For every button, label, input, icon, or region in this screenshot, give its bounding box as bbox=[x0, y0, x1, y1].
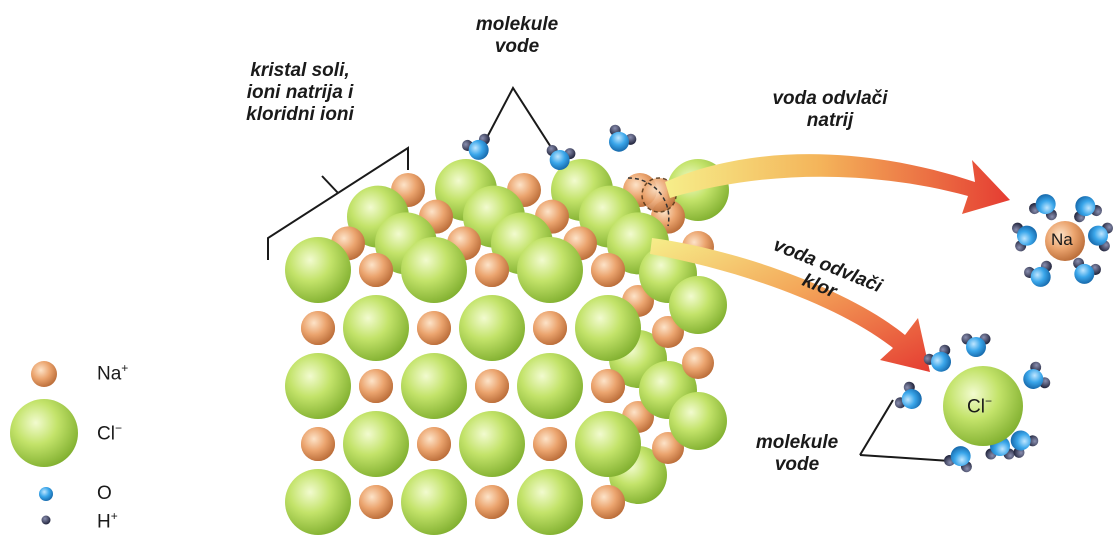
chloride-ion bbox=[459, 295, 525, 361]
water-top-leader bbox=[483, 88, 556, 155]
water-molecule bbox=[1022, 259, 1057, 291]
chloride-ion bbox=[401, 237, 467, 303]
oxygen-atom bbox=[605, 128, 632, 155]
legend bbox=[10, 361, 78, 525]
chloride-ion bbox=[459, 411, 525, 477]
chloride-ion bbox=[401, 469, 467, 535]
chloride-ion bbox=[285, 353, 351, 419]
water-molecule bbox=[922, 343, 959, 378]
crystal-bracket-stem bbox=[322, 176, 338, 193]
sodium-ion bbox=[417, 311, 451, 345]
oxygen-atom bbox=[966, 337, 986, 357]
water-molecule bbox=[1027, 190, 1062, 222]
sodium-ion bbox=[301, 427, 335, 461]
chloride-ion bbox=[575, 295, 641, 361]
chloride-ion bbox=[343, 411, 409, 477]
water-molecule bbox=[1011, 220, 1039, 253]
oxygen-atom bbox=[1020, 365, 1047, 392]
legend-o-swatch bbox=[39, 487, 53, 501]
sodium-ion bbox=[359, 253, 393, 287]
water-molecule bbox=[893, 380, 928, 417]
label-water-pulls-sodium: voda odvlačinatrij bbox=[750, 88, 910, 132]
chloride-ion bbox=[517, 237, 583, 303]
water-molecule bbox=[1017, 360, 1052, 397]
salt-crystal bbox=[285, 159, 729, 535]
water-molecule bbox=[962, 334, 991, 358]
chloride-ion bbox=[517, 469, 583, 535]
chloride-ion bbox=[401, 353, 467, 419]
oxygen-atom bbox=[927, 348, 954, 375]
chloride-ion-label: Cl− bbox=[967, 394, 992, 418]
oxygen-atom bbox=[898, 385, 925, 412]
label-water-molecules-bottom: molekulevode bbox=[742, 432, 852, 476]
sodium-ion bbox=[533, 427, 567, 461]
chloride-ion bbox=[285, 237, 351, 303]
chloride-ion bbox=[669, 392, 727, 450]
legend-o-label: O bbox=[97, 483, 112, 505]
sodium-ion bbox=[682, 347, 714, 379]
sodium-ion bbox=[591, 485, 625, 519]
water-molecule bbox=[942, 442, 977, 474]
chloride-ion bbox=[517, 353, 583, 419]
water-molecule bbox=[601, 123, 638, 158]
label-salt-crystal: kristal soli,ioni natrija ikloridni ioni bbox=[215, 60, 385, 126]
water-molecule bbox=[1086, 220, 1114, 253]
legend-cl-label: Cl− bbox=[97, 421, 122, 445]
water-molecule bbox=[1067, 256, 1102, 288]
chloride-ion bbox=[343, 295, 409, 361]
sodium-ion bbox=[591, 369, 625, 403]
label-water-molecules-top: molekulevode bbox=[462, 14, 572, 58]
water-molecule bbox=[1068, 192, 1103, 224]
sodium-ion bbox=[533, 311, 567, 345]
chloride-ion bbox=[285, 469, 351, 535]
sodium-ion bbox=[301, 311, 335, 345]
sodium-ion-label: Na bbox=[1051, 230, 1073, 250]
sodium-ion bbox=[475, 253, 509, 287]
legend-na-swatch bbox=[31, 361, 57, 387]
chloride-ion bbox=[669, 276, 727, 334]
chloride-ion bbox=[575, 411, 641, 477]
legend-h-label: H+ bbox=[97, 509, 118, 533]
legend-cl-swatch bbox=[10, 399, 78, 467]
sodium-ion bbox=[475, 485, 509, 519]
legend-na-label: Na+ bbox=[97, 361, 128, 385]
sodium-ion bbox=[475, 369, 509, 403]
sodium-ion bbox=[359, 485, 393, 519]
sodium-ion bbox=[591, 253, 625, 287]
sodium-ion bbox=[359, 369, 393, 403]
legend-h-swatch bbox=[42, 516, 51, 525]
sodium-ion bbox=[417, 427, 451, 461]
